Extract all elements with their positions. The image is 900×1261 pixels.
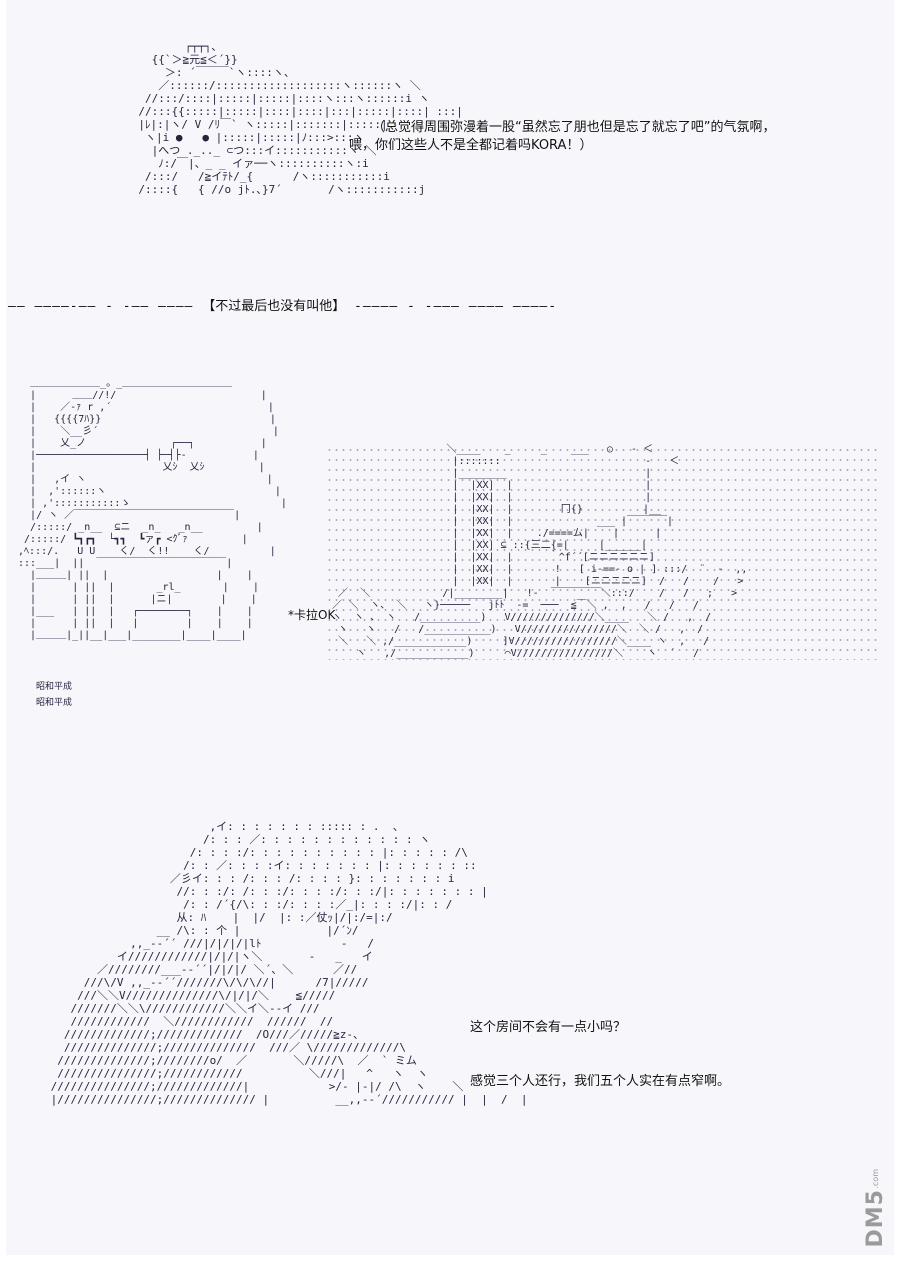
shop-sign-2: 昭和平成 xyxy=(36,698,73,708)
divider-dashes-left: —— ————-—— - -—— ———— xyxy=(8,299,203,314)
dialogue-panel3-line2: 感觉三个人还行，我们五个人实在有点窄啊。 xyxy=(470,1074,731,1089)
sfx-karaoke-label: *卡拉OK xyxy=(288,608,336,622)
ascii-art-character-crown: ┌┬┬┐、 {{`＞≧元≦＜´}} ＞: ´￣￣￣`ヽ::::ヽ、 ／:::::… xyxy=(138,40,463,196)
shop-sign-1: 昭和平成 xyxy=(36,682,73,692)
dialogue-panel1-line2: 喂，你们这些人不是全都记着吗KORA！） xyxy=(349,138,593,153)
divider-dashes-right: -———— - -——— ———— ————- xyxy=(345,299,558,314)
dialogue-panel1-line1: （总觉得周围弥漫着一股“虽然忘了朋也但是忘了就忘了吧”的气氛啊， xyxy=(372,120,776,135)
background-dot-pattern xyxy=(326,445,881,660)
watermark-suffix: .com xyxy=(870,1168,880,1189)
site-watermark: .com DM5 xyxy=(860,1147,890,1247)
dialogue-panel3-line1: 这个房间不会有一点小吗？ xyxy=(470,1020,627,1035)
ascii-art-character-sitting: ,イ: : : : : : : ::::: : . 、 /: : : ／: : … xyxy=(50,820,528,1106)
divider-label: 【不过最后也没有叫他】 xyxy=(202,299,346,314)
watermark-logo: DM5 xyxy=(862,1188,888,1247)
ascii-art-karaoke-room: ＼____ _ _ ___ ○ - ＜ |::::::: - ＜ |______… xyxy=(332,444,748,659)
scene-divider: —— ————-—— - -—— ———— 【不过最后也没有叫他】 -———— … xyxy=(8,296,798,318)
ascii-art-karaoke-storefront: ＿＿＿＿＿＿＿_。_＿＿＿＿＿＿＿＿＿＿＿ | ＿＿//!/ | | ／-ｧ r… xyxy=(18,378,287,641)
